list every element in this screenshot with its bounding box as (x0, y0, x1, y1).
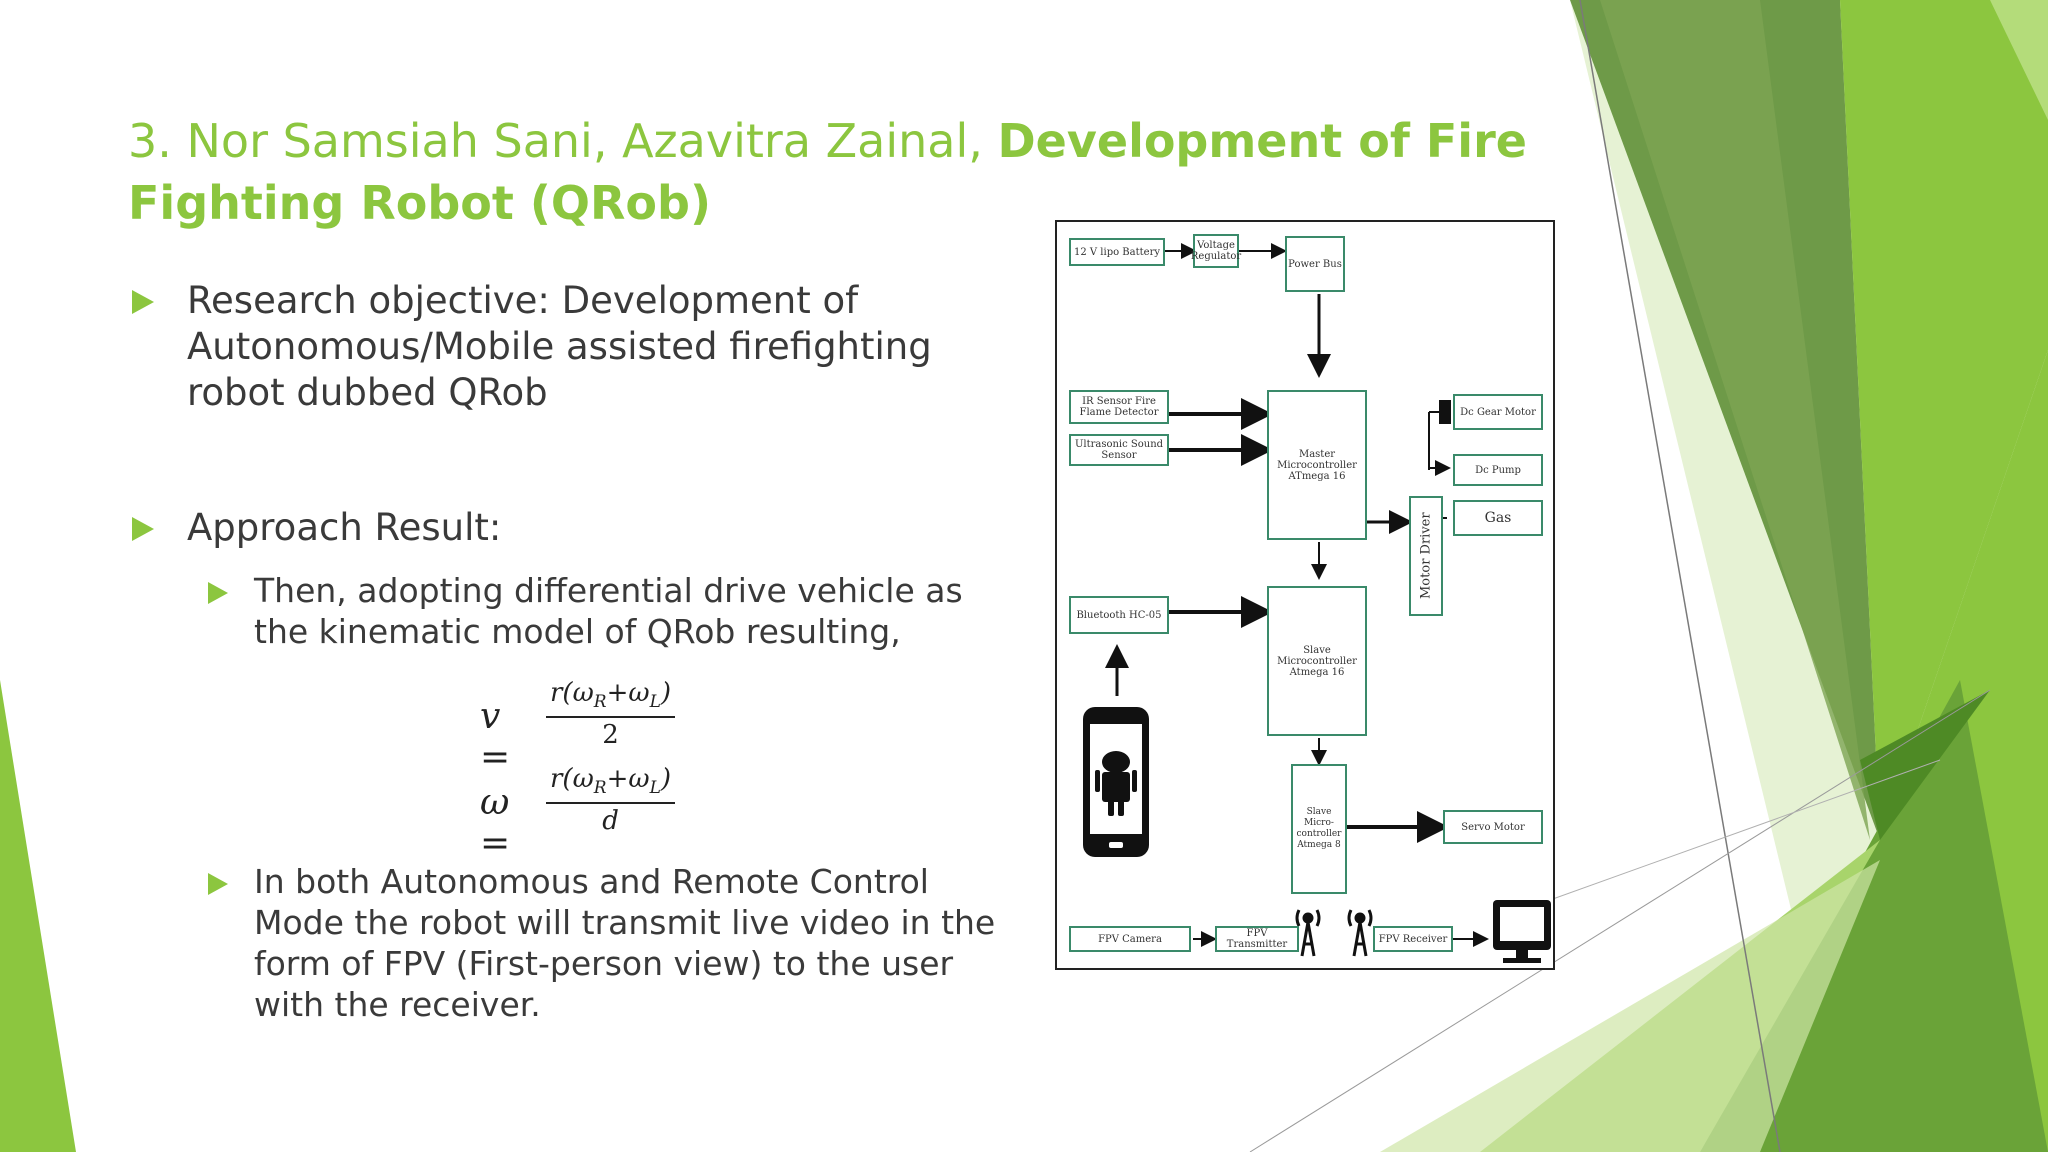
equation-w-numerator: r(ωR+ωL) (546, 764, 676, 805)
bluetooth-block: Bluetooth HC-05 (1069, 596, 1169, 634)
master-microcontroller-block: Master Microcontroller ATmega 16 (1267, 390, 1367, 540)
dc-gear-motor-block: Dc Gear Motor (1453, 394, 1543, 430)
equation-v-lhs: v = (480, 696, 511, 778)
slave-microcontroller-block: Slave Microcontroller Atmega 16 (1267, 586, 1367, 736)
gas-block: Gas (1453, 500, 1543, 536)
ultrasonic-sensor-block: Ultrasonic Sound Sensor (1069, 434, 1169, 466)
voltage-regulator-block: Voltage Regulator (1191, 234, 1241, 268)
dc-pump-block: Dc Pump (1453, 454, 1543, 486)
equation-w-denominator: d (602, 806, 619, 837)
sub-bullet-kinematic-model: Then, adopting differential drive vehicl… (254, 571, 963, 651)
equation-v-denominator: 2 (602, 720, 619, 751)
fpv-camera-block: FPV Camera (1069, 926, 1191, 952)
sub-bullet-fpv-video: In both Autonomous and Remote Control Mo… (254, 862, 996, 1024)
ir-sensor-block: IR Sensor Fire Flame Detector (1069, 390, 1169, 424)
equation-v-fraction: r(ωR+ωL) 2 (546, 678, 676, 751)
fpv-transmitter-block: FPV Transmitter (1215, 926, 1299, 952)
antenna-icon (1347, 909, 1373, 957)
bullet-approach-result: Approach Result: (187, 506, 502, 549)
motor-driver-block: Motor Driver (1409, 496, 1443, 616)
slave-microcontroller-atmega8-block: Slave Micro-controller Atmega 8 (1291, 764, 1347, 894)
slide-title: 3. Nor Samsiah Sani, Azavitra Zainal, De… (128, 110, 1528, 234)
sub-bullet-arrow-icon (208, 873, 228, 895)
power-bus-block: Power Bus (1285, 236, 1345, 292)
diagram-arrows (1083, 243, 1551, 963)
title-plain: 3. Nor Samsiah Sani, Azavitra Zainal, (128, 114, 998, 168)
equation-w-lhs: ω = (480, 782, 511, 864)
antenna-icon (1295, 909, 1321, 957)
robot-block-diagram: 12 V lipo Battery Voltage Regulator Powe… (1055, 220, 1555, 970)
bullet-research-objective: Research objective: Development of Auton… (187, 279, 932, 414)
title-bold: Development of Fire Fighting Robot (QRob… (128, 114, 1527, 230)
sub-bullet-arrow-icon (208, 582, 228, 604)
servo-motor-block: Servo Motor (1443, 810, 1543, 844)
bullet-arrow-icon (132, 517, 154, 541)
fpv-receiver-block: FPV Receiver (1373, 926, 1453, 952)
bullet-arrow-icon (132, 290, 154, 314)
equation-v-numerator: r(ωR+ωL) (546, 678, 676, 719)
smartphone-icon (1083, 707, 1149, 857)
battery-block: 12 V lipo Battery (1069, 238, 1165, 266)
monitor-icon (1493, 900, 1551, 963)
equation-w-fraction: r(ωR+ωL) d (546, 764, 676, 837)
